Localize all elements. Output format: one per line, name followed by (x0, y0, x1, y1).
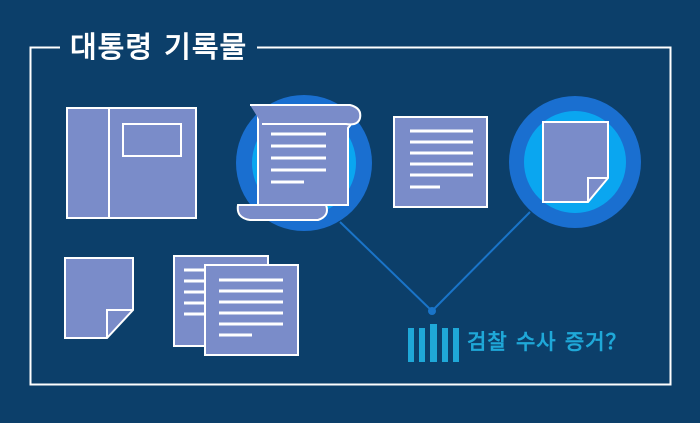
page-folded-corner-icon (64, 257, 134, 339)
stacked-documents-icon (173, 255, 299, 356)
document-icon (393, 116, 488, 208)
connector-lines (339, 211, 531, 315)
scroll-icon (236, 95, 372, 231)
page-folded-corner-icon (509, 96, 641, 228)
caption-question: 검찰 수사 증거？ (467, 330, 628, 354)
prosecution-logo-icon (408, 324, 459, 362)
open-book-icon (66, 107, 197, 219)
page-title: 대통령 기록물 (60, 25, 258, 69)
